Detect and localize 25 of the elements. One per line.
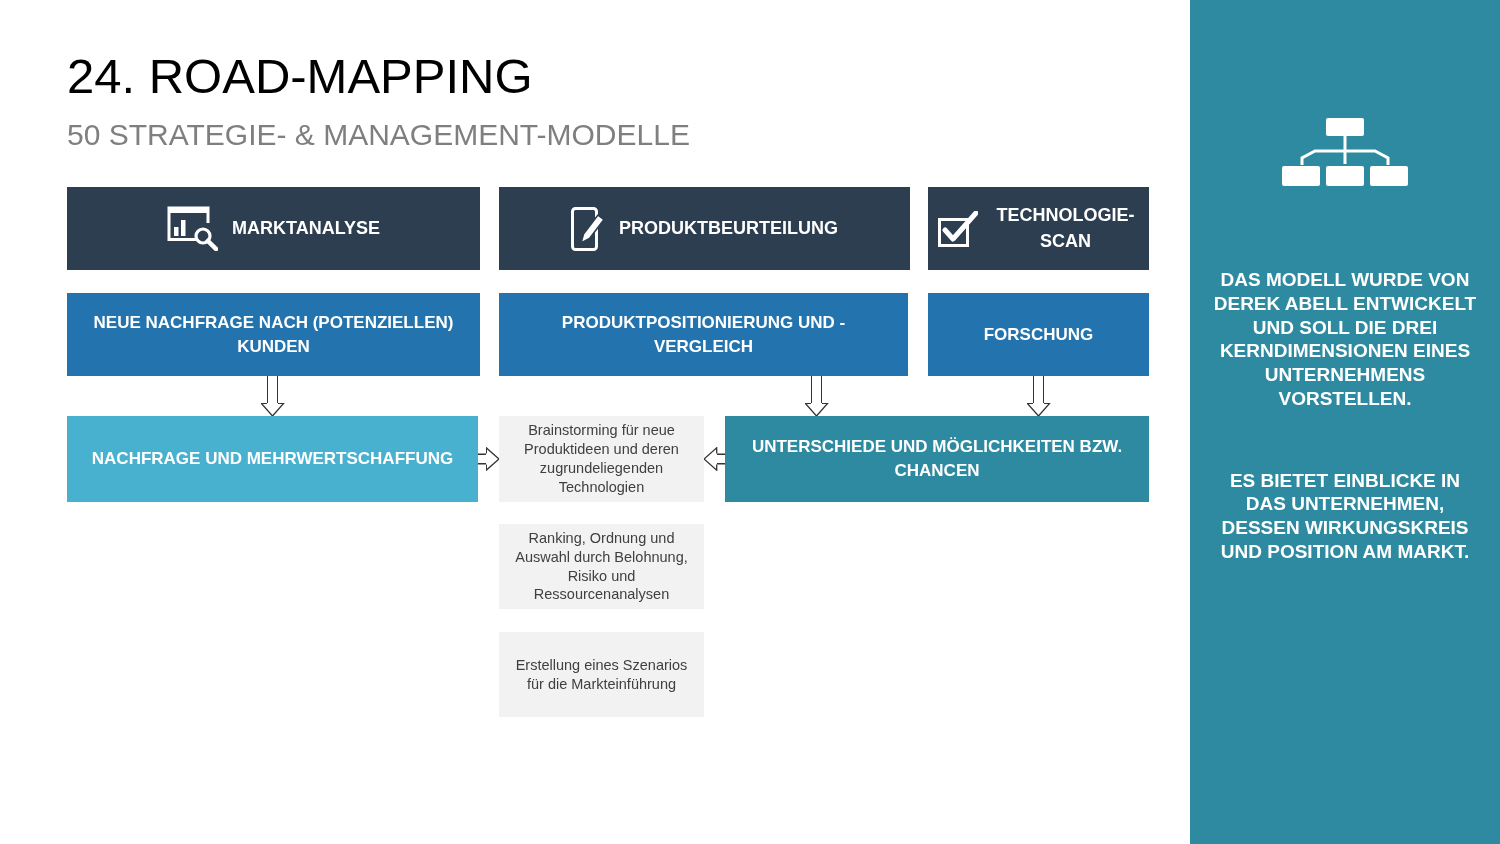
header-title: PRODUKTBEURTEILUNG xyxy=(619,216,838,240)
info-text: DAS MODELL WURDE VON DEREK ABELL ENTWICKELT UND SOLL DIE DREI KERNDIMENSIONEN EINES UNTERNEHMENS VORSTELLEN. xyxy=(1212,268,1478,411)
step-text: Ranking, Ordnung und Auswahl durch Belohnung, Risiko und Ressourcenanalysen xyxy=(514,528,689,605)
topic-text: NEUE NACHFRAGE NACH (POTENZIELLEN) KUNDEN xyxy=(92,311,455,358)
info-panel xyxy=(1190,0,1500,844)
topic-text: FORSCHUNG xyxy=(983,323,1094,346)
category-header xyxy=(499,187,910,270)
topic-block xyxy=(499,293,908,376)
result-text: NACHFRAGE UND MEHRWERTSCHAFFUNG xyxy=(91,448,454,471)
result-text: UNTERSCHIEDE UND MÖGLICHKEITEN BZW. CHANCEN xyxy=(750,436,1124,482)
result-block xyxy=(67,416,478,502)
step-text: Brainstorming für neue Produktideen und deren zugrundeliegenden Technologien xyxy=(523,421,680,497)
topic-block xyxy=(928,293,1149,376)
step-block xyxy=(499,416,704,502)
result-block xyxy=(725,416,1149,502)
header-title: MARKTANALYSE xyxy=(232,216,380,240)
slide-subtitle: 50 STRATEGIE- & MANAGEMENT-MODELLE xyxy=(67,118,690,151)
info-text: ES BIETET EINBLICKE IN DAS UNTERNEHMEN, DESSEN WIRKUNGSKREIS UND POSITION AM MARKT. xyxy=(1219,468,1471,564)
topic-block xyxy=(67,293,480,376)
step-text: Erstellung eines Szenarios für die Markteinführung xyxy=(514,655,689,694)
category-header xyxy=(928,187,1149,270)
slide-title: 24. ROAD-MAPPING xyxy=(67,50,533,104)
header-title: TECHNOLOGIE-SCAN xyxy=(995,204,1136,253)
topic-text: PRODUKTPOSITIONIERUNG UND - VERGLEICH xyxy=(560,311,847,358)
category-header xyxy=(67,187,480,270)
